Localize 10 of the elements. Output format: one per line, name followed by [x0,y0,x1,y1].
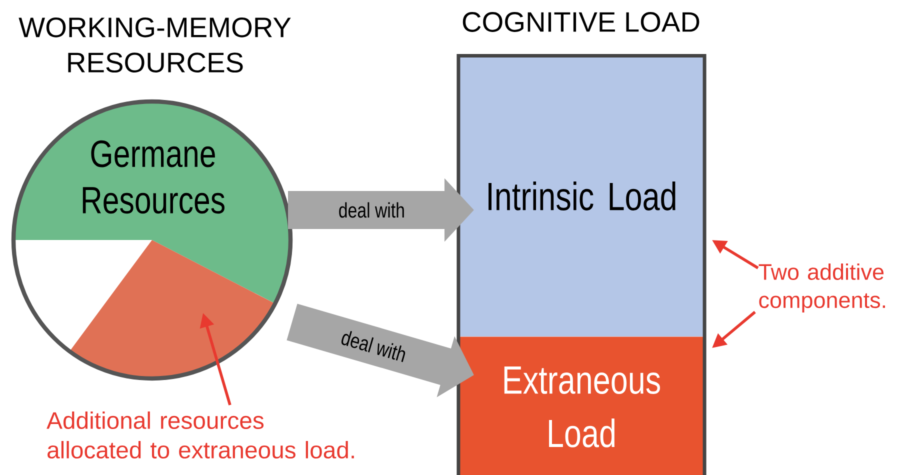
pie-slice [69,240,276,379]
node-label: WORKING-MEMORY RESOURCES [18,17,291,73]
load-block: Extraneous Load [458,336,705,475]
edge-label: deal with [337,200,406,220]
load-block: Intrinsic Load [458,56,705,336]
edge-label: deal with [338,327,410,364]
node-label: COGNITIVE LOAD [462,12,700,32]
annotation: Two additive components. [758,263,885,313]
pie-slice: Germane Resources [13,101,291,304]
annotation: Additional resources allocated to extraneous load. [46,411,354,459]
